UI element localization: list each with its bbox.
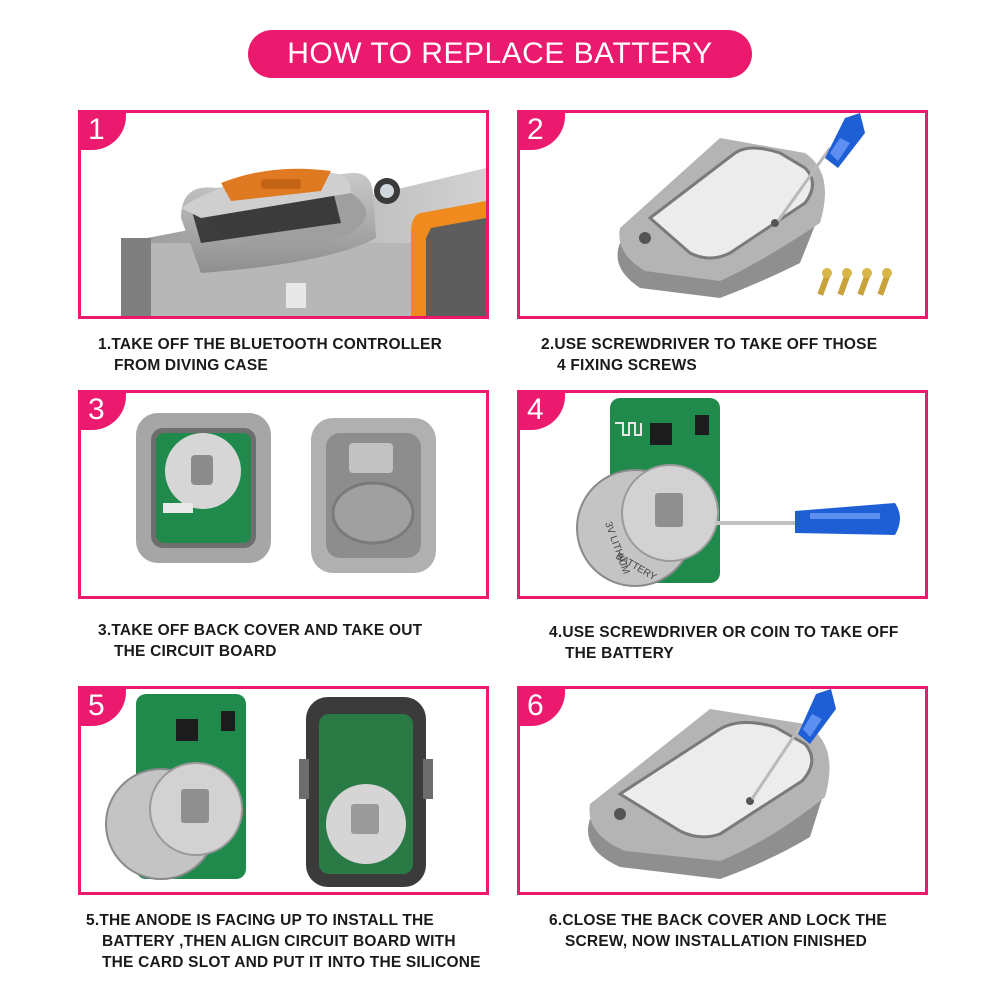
page-title: HOW TO REPLACE BATTERY xyxy=(248,30,752,78)
screws-icon xyxy=(817,268,892,296)
step-2-caption: 2.USE SCREWDRIVER TO TAKE OFF THOSE 4 FI… xyxy=(541,336,878,374)
bluetooth-controller-icon xyxy=(181,168,376,273)
step-5-caption: 5.THE ANODE IS FACING UP TO INSTALL THE … xyxy=(86,912,481,971)
back-cover-icon xyxy=(311,418,436,573)
silicone-cover-icon xyxy=(299,697,433,887)
screwdriver-icon xyxy=(715,503,900,535)
step-3-panel: 3 xyxy=(78,390,489,599)
step-2-illustration xyxy=(617,113,892,298)
step-1-caption: 1.TAKE OFF THE BLUETOOTH CONTROLLER FROM… xyxy=(98,336,442,374)
step-6-illustration xyxy=(588,689,836,879)
step-3-illustration xyxy=(136,413,436,573)
step-6-panel: 6 xyxy=(517,686,928,895)
step-1-badge: 1 xyxy=(81,113,126,150)
step-6-caption: 6.CLOSE THE BACK COVER AND LOCK THE SCRE… xyxy=(549,912,887,950)
controller-back-icon xyxy=(588,709,830,879)
coin-battery-icon xyxy=(105,762,243,880)
step-4-caption: 4.USE SCREWDRIVER OR COIN TO TAKE OFF TH… xyxy=(549,624,899,662)
step-5-panel: 5 xyxy=(78,686,489,895)
step-1-illustration xyxy=(121,168,486,316)
screwdriver-icon xyxy=(750,689,836,800)
step-2-panel: 2 xyxy=(517,110,928,319)
step-4-panel: 4 3V LITHIUM BATTERY xyxy=(517,390,928,599)
step-1-panel: 1 xyxy=(78,110,489,319)
coin-battery-icon: 3V LITHIUM BATTERY xyxy=(576,464,719,587)
step-5-illustration xyxy=(105,694,433,887)
controller-back-icon xyxy=(617,138,825,298)
open-case-with-board-icon xyxy=(136,413,271,563)
screwdriver-icon xyxy=(776,113,865,222)
step-4-illustration: 3V LITHIUM BATTERY xyxy=(576,398,900,587)
step-4-badge: 4 xyxy=(520,393,565,430)
step-3-caption: 3.TAKE OFF BACK COVER AND TAKE OUT THE C… xyxy=(98,622,423,660)
